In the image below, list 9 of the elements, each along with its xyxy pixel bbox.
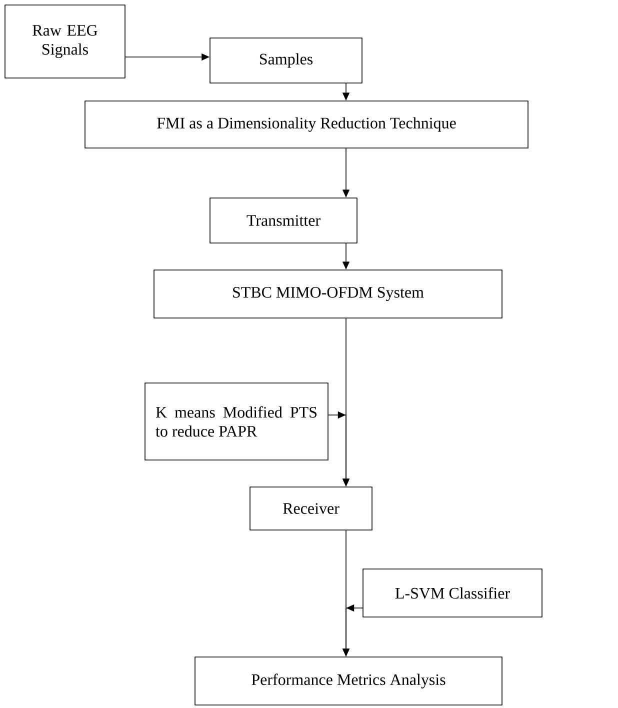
process-box: FMI as a Dimensionality Reduction Technique [84,100,528,148]
process-box: Samples [210,38,362,84]
process-box: Raw EEG Signals [4,4,126,78]
process-box: STBC MIMO-OFDM System [154,270,502,318]
process-box: L-SVM Classifier [362,568,542,618]
process-box: Receiver [250,486,372,530]
process-box: K means Modified PTS to reduce PAPR [144,382,328,460]
process-box: Performance Metrics Analysis [194,656,502,706]
process-box: Transmitter [210,198,358,244]
